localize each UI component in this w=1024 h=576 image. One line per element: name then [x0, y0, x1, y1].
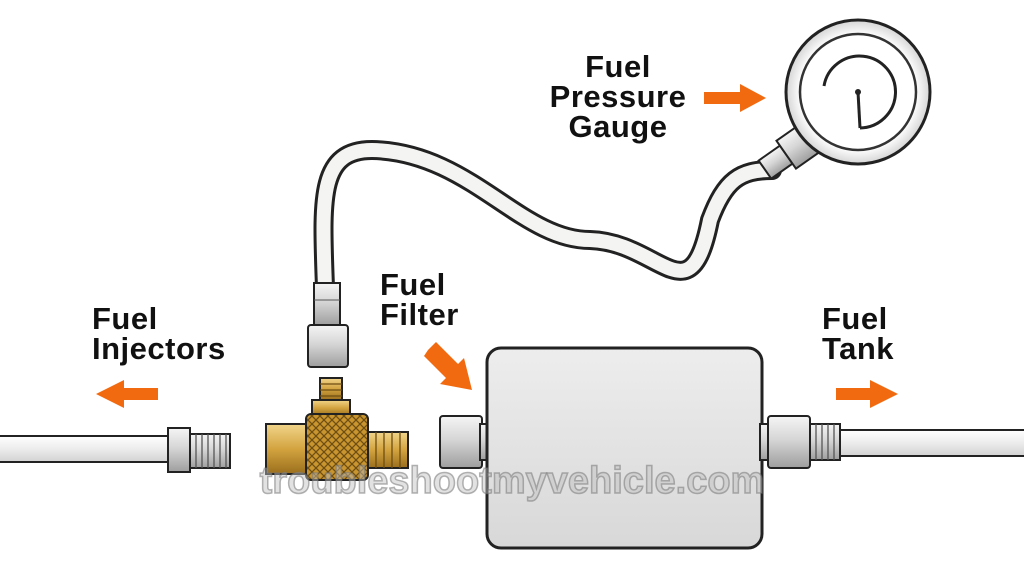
- label-line: Pressure: [549, 79, 687, 114]
- fuel-line-left: [0, 427, 231, 473]
- label-line: Fuel: [92, 301, 158, 336]
- arrow-icon-tank: [836, 380, 898, 408]
- fuel-line-right: [839, 429, 1024, 457]
- label-fuel-tank: Fuel Tank: [822, 301, 895, 366]
- watermark: troubleshootmyvehicle.com: [259, 459, 765, 503]
- label-fuel-filter: Fuel Filter: [380, 267, 459, 332]
- arrow-icon-injectors: [96, 380, 158, 408]
- label-line: Tank: [822, 331, 895, 366]
- fuel-filter-icon: [439, 346, 841, 550]
- label-fuel-injectors: Fuel Injectors: [92, 301, 226, 366]
- label-line: Fuel: [822, 301, 888, 336]
- hose-fitting-lower: [307, 282, 349, 368]
- fuel-pressure-gauge-icon: [784, 18, 932, 166]
- arrow-icon-gauge: [704, 84, 766, 112]
- label-line: Fuel: [585, 49, 651, 84]
- label-line: Gauge: [568, 109, 668, 144]
- label-line: Injectors: [92, 331, 226, 366]
- hose-fitting-upper: [757, 123, 821, 180]
- label-fuel-pressure-gauge: Fuel Pressure Gauge: [538, 49, 698, 144]
- hose: [313, 139, 782, 298]
- tee-fitting-icon: [265, 377, 409, 481]
- label-line: Fuel: [380, 267, 446, 302]
- arrow-icon-filter: [424, 342, 472, 390]
- label-line: Filter: [380, 297, 459, 332]
